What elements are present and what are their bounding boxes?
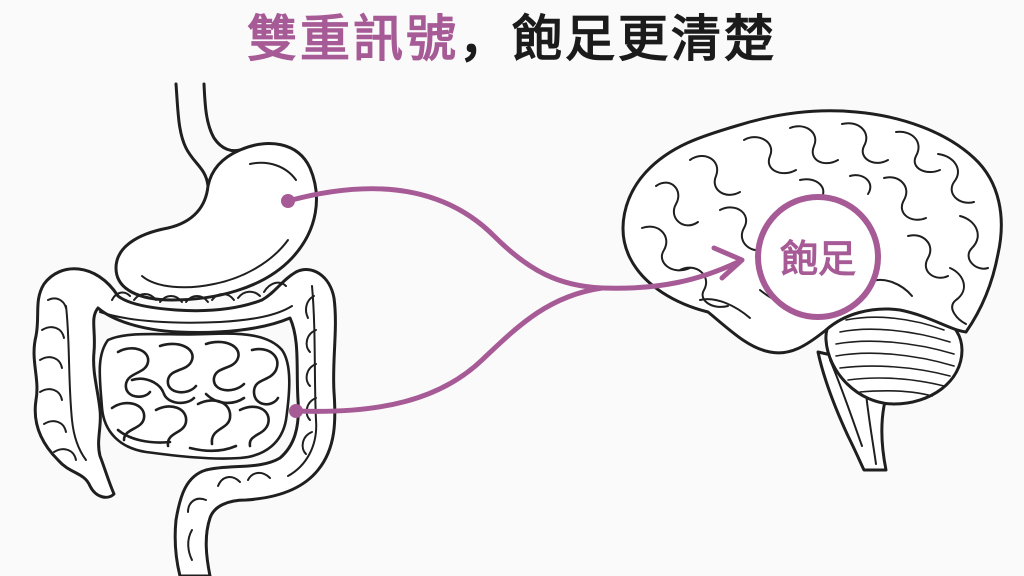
arrow-icon [285,186,745,414]
large-intestine-icon [32,267,337,576]
stomach-signal-dot [281,194,295,208]
satiety-label: 飽足 [779,237,856,281]
intestine-signal-path [293,285,605,414]
arrowhead [711,245,745,281]
page-title: 雙重訊號，飽足更清楚 [0,4,1024,74]
intestine-signal-dot [289,404,303,418]
small-intestine-icon [98,332,291,460]
satiety-circle [755,194,881,320]
title-rest: ，飽足更清楚 [459,10,777,68]
stomach-icon [114,82,318,302]
stomach-signal-path [285,186,741,291]
title-highlight: 雙重訊號 [247,10,459,68]
